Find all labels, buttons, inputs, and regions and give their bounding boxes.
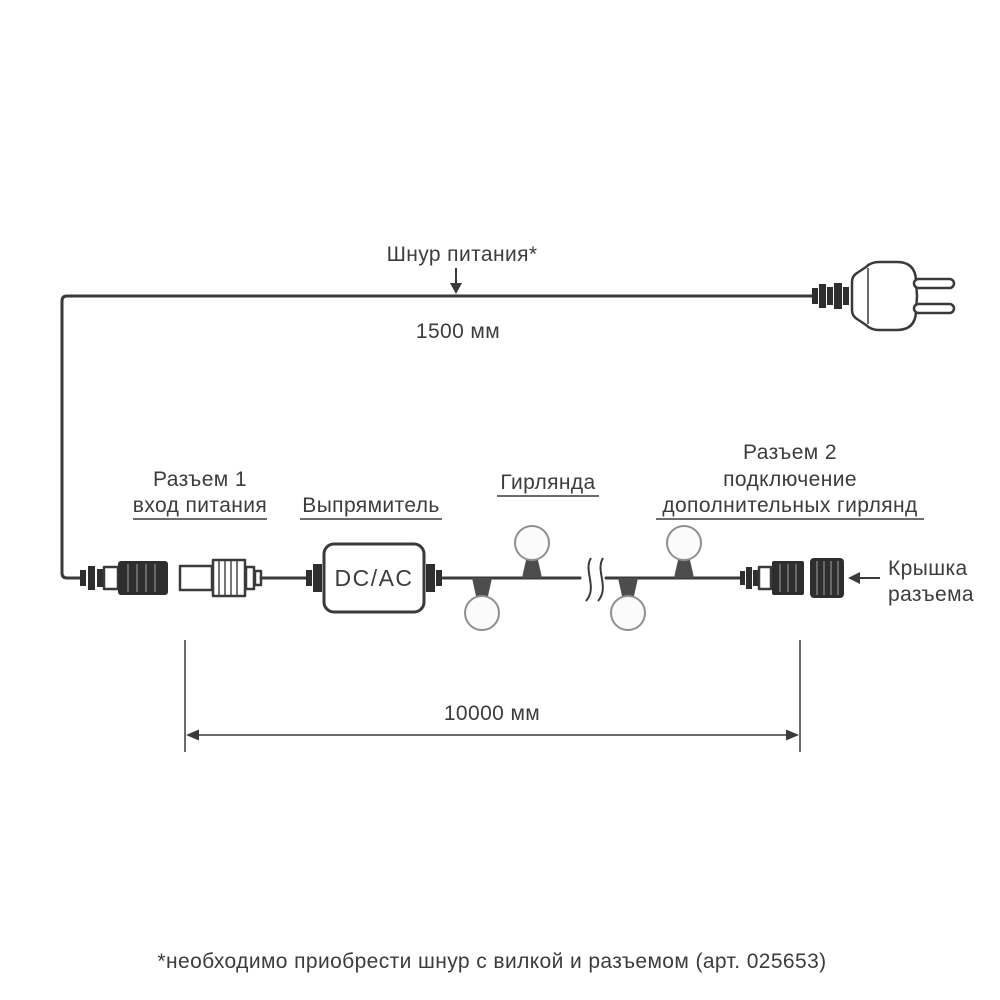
bulb-down bbox=[464, 578, 500, 631]
connector-2 bbox=[740, 558, 844, 598]
dimension-10000: 10000 мм bbox=[184, 640, 801, 752]
bulb-socket bbox=[618, 578, 638, 596]
power-cord-cable bbox=[60, 294, 814, 580]
connector1-body bbox=[118, 561, 168, 595]
rectifier-box: DC/AC bbox=[306, 542, 442, 614]
connector2-body bbox=[772, 561, 804, 595]
connector2-label: Разъем 2 подключение дополнительных гирл… bbox=[656, 441, 924, 520]
connector1-nut bbox=[211, 558, 247, 598]
bulb-down bbox=[610, 578, 646, 631]
garland-label: Гирлянда bbox=[497, 471, 599, 497]
cap-label-line1: Крышка bbox=[888, 557, 968, 580]
bulb-globe bbox=[610, 595, 646, 631]
plug-cord-grip bbox=[812, 283, 849, 309]
footnote-text: *необходимо приобрести шнур с вилкой и р… bbox=[157, 950, 826, 973]
arrow-left-icon bbox=[848, 572, 880, 584]
plug-body bbox=[850, 260, 919, 332]
garland-label-text: Гирлянда bbox=[500, 471, 595, 494]
bulb-globe bbox=[464, 595, 500, 631]
connector-1 bbox=[80, 558, 263, 598]
bulb-up bbox=[514, 525, 550, 578]
rectifier-label-text: Выпрямитель bbox=[302, 494, 439, 517]
plug-pin-bottom bbox=[912, 302, 956, 315]
connector1-nose bbox=[102, 565, 120, 591]
bulb-socket bbox=[522, 560, 542, 578]
connector2-label-line1: Разъем 2 bbox=[743, 441, 837, 464]
rectifier-box-body bbox=[322, 542, 426, 614]
connector1-socket bbox=[178, 564, 214, 592]
bulb-socket bbox=[472, 578, 492, 596]
power-cord-label: Шнур питания* bbox=[387, 243, 538, 266]
connector2-nose bbox=[757, 565, 773, 591]
bulb-up bbox=[666, 525, 702, 578]
connector1-label-line2: вход питания bbox=[133, 494, 267, 517]
garland-length-label: 10000 мм bbox=[444, 702, 540, 725]
bulb-globe bbox=[514, 525, 550, 561]
connector1-label: Разъем 1 вход питания bbox=[133, 468, 267, 520]
connector2-label-line2: подключение bbox=[723, 468, 857, 491]
rectifier-box-label: DC/AC bbox=[334, 565, 413, 591]
power-cord-length-label: 1500 мм bbox=[416, 320, 500, 343]
connector-cap bbox=[810, 558, 844, 598]
rectifier-label: Выпрямитель bbox=[300, 494, 442, 520]
cap-label-line2: разъема bbox=[888, 583, 974, 606]
arrow-down-icon bbox=[450, 268, 462, 294]
cable-break-mark bbox=[585, 557, 604, 602]
bulb-globe bbox=[666, 525, 702, 561]
connector1-label-line1: Разъем 1 bbox=[153, 468, 247, 491]
power-plug bbox=[812, 260, 956, 332]
bulb-socket bbox=[674, 560, 694, 578]
connector2-label-line3: дополнительных гирлянд bbox=[662, 494, 917, 517]
plug-pin-top bbox=[912, 277, 956, 290]
